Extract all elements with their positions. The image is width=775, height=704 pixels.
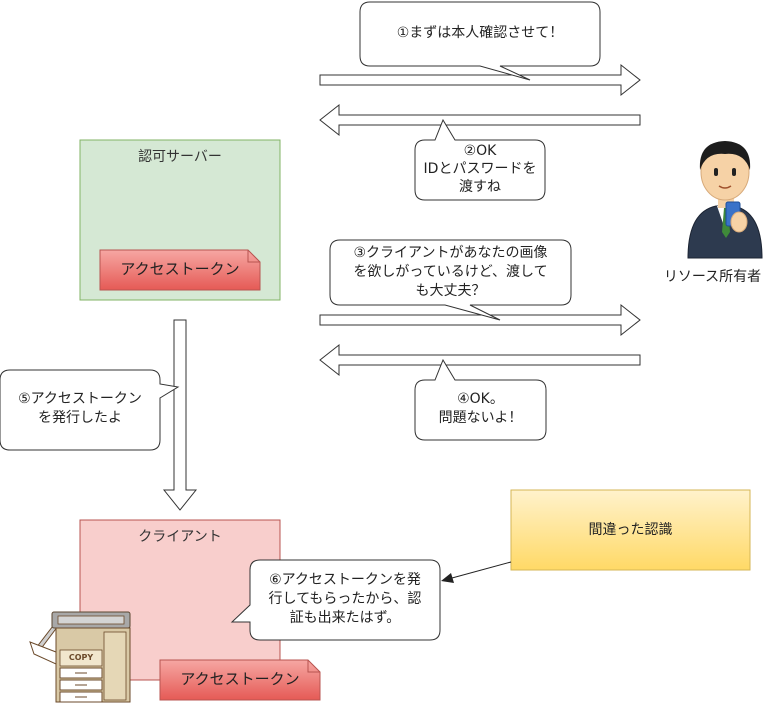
note-box <box>510 489 751 571</box>
bubble-1-line-1: ①まずは本人確認させて！ <box>396 25 564 41</box>
bubble-3-text: ③クライアントがあなたの画像 を欲しがっているけど、渡して も大丈夫？ <box>330 244 571 301</box>
bubble-6-text: ⑥アクセストークンを発 行してもらったから、認 証も出来たはず。 <box>250 571 440 628</box>
bubble-3-line-2: を欲しがっているけど、渡して <box>353 264 548 280</box>
note-label: 間違った認識 <box>588 522 673 538</box>
arrow-4-left <box>319 343 641 377</box>
bubble-5-line-2: を発行したよ <box>38 410 122 426</box>
bubble-1 <box>359 1 601 81</box>
client-title: クライアント <box>138 529 222 545</box>
client-token-tag <box>159 659 321 701</box>
bubble-1-text: ①まずは本人確認させて！ <box>360 24 600 43</box>
bubble-4-line-1: ④OK。 <box>457 391 504 407</box>
bubble-2-line-1: ②OK <box>463 143 497 159</box>
bubble-2 <box>414 118 546 201</box>
bubble-6-line-2: 行してもらったから、認 <box>268 591 422 607</box>
note-connector <box>451 561 512 579</box>
bubble-5-text: ⑤アクセストークン を発行したよ <box>0 390 160 428</box>
auth-server-title: 認可サーバー <box>138 149 222 165</box>
auth-token-fold <box>247 250 260 263</box>
bubble-4-line-2: 問題ないよ！ <box>438 410 523 426</box>
bubble-6-line-1: ⑥アクセストークンを発 <box>269 572 421 588</box>
arrow-2-left <box>319 103 641 137</box>
bubble-2-line-2: IDとパスワードを <box>423 161 537 177</box>
bubble-3-line-3: も大丈夫？ <box>415 283 486 299</box>
bubble-2-line-3: 渡すね <box>459 179 501 195</box>
note-connector-arrowhead <box>441 573 454 583</box>
bubble-6 <box>230 559 441 641</box>
bubble-5-line-1: ⑤アクセストークン <box>18 391 142 407</box>
auth-token-label: アクセストークン <box>120 260 240 278</box>
bubble-2-text: ②OK IDとパスワードを 渡すね <box>415 142 545 196</box>
bubble-4-text: ④OK。 問題ないよ！ <box>415 390 546 428</box>
bubble-3-line-1: ③クライアントがあなたの画像 <box>353 245 548 261</box>
copier-label: COPY <box>68 653 94 662</box>
client-token-label: アクセストークン <box>180 670 300 688</box>
bubble-6-line-3: 証も出来たはず。 <box>289 610 401 626</box>
bubble-3 <box>329 239 572 321</box>
bubble-5 <box>0 369 180 451</box>
bubble-4 <box>414 358 547 441</box>
resource-owner-label: リソース所有者 <box>663 269 762 285</box>
auth-token-tag <box>99 249 261 291</box>
arrow-5-down <box>162 319 198 511</box>
arrow-1-right <box>319 63 641 97</box>
copier-icon <box>29 611 131 703</box>
client-token-fold <box>307 660 320 673</box>
person-icon <box>687 141 763 259</box>
arrow-3-right <box>319 303 641 337</box>
